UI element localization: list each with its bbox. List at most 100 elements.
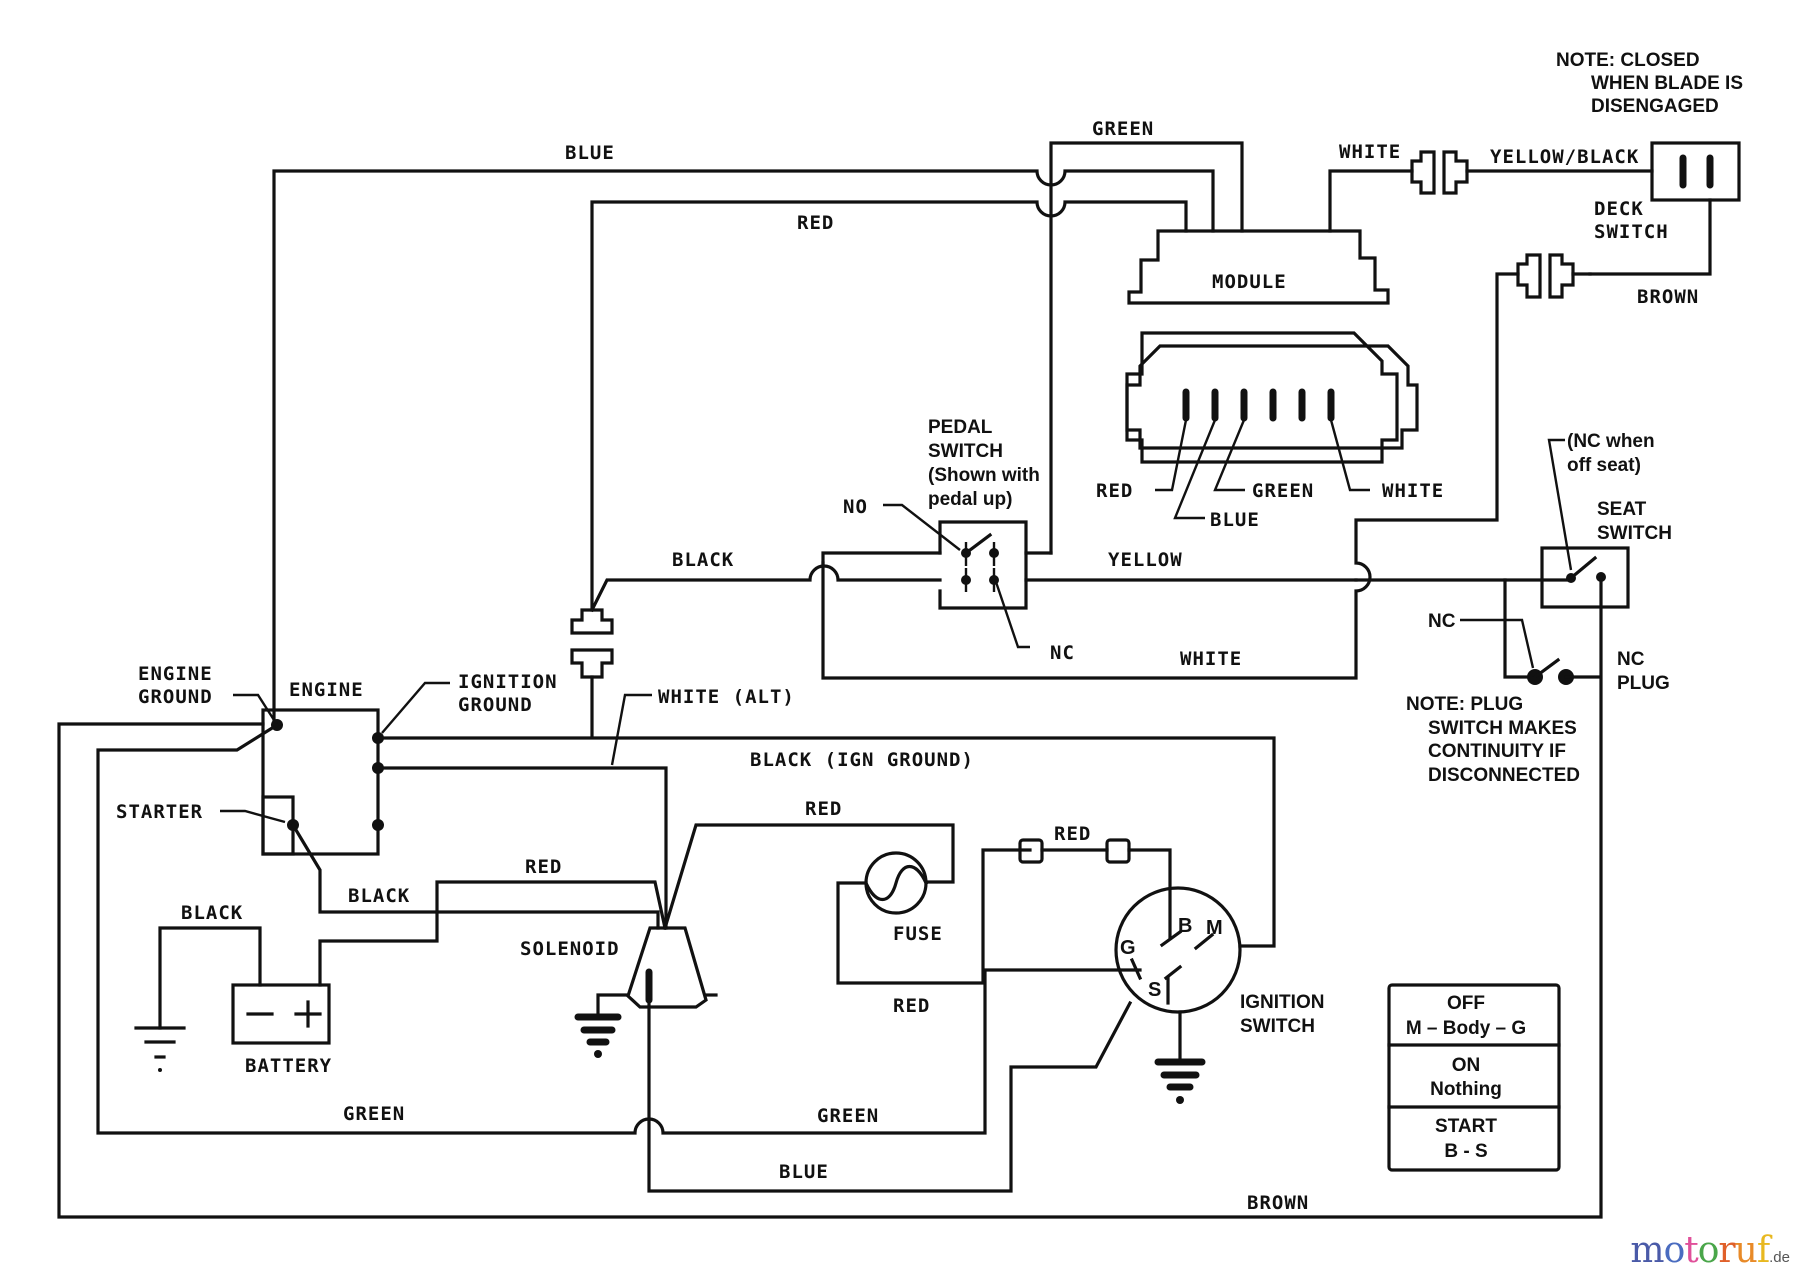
label-green-left: GREEN <box>343 1103 405 1125</box>
label-pedal-nc: NC <box>1050 642 1075 664</box>
label-conn-blue: BLUE <box>1210 509 1260 531</box>
connector-brown <box>1516 253 1592 299</box>
seat-switch <box>1540 438 1630 609</box>
label-yellow: YELLOW <box>1108 549 1183 571</box>
legend-start-state: START <box>1435 1116 1497 1137</box>
legend-off-connection: M – Body – G <box>1406 1018 1526 1039</box>
label-engine-ground-1: ENGINE <box>138 663 213 685</box>
note-deck-2: WHEN BLADE IS <box>1591 73 1743 94</box>
plug-switch <box>1460 578 1602 685</box>
wire-black-ign-ground <box>376 736 1276 948</box>
label-pedal-no: NO <box>843 496 868 518</box>
label-pin-g: G <box>1120 937 1136 959</box>
inline-connectors-red <box>1018 838 1172 939</box>
label-deck-switch-1: DECK <box>1594 198 1644 220</box>
module <box>1127 229 1390 305</box>
label-nc-plug-1: NC <box>1617 649 1645 670</box>
label-seat-note-1: (NC when <box>1567 431 1655 452</box>
wire-red-fuse <box>663 823 955 930</box>
labels: BLUE RED GREEN WHITE YELLOW/BLACK BROWN … <box>116 50 1743 1214</box>
label-starter: STARTER <box>116 801 203 823</box>
label-battery: BATTERY <box>245 1055 332 1077</box>
label-module: MODULE <box>1212 271 1287 293</box>
note-deck-1: NOTE: CLOSED <box>1556 50 1700 71</box>
label-brown-deck: BROWN <box>1637 286 1699 308</box>
label-conn-red: RED <box>1096 480 1133 502</box>
label-blue-bottom: BLUE <box>779 1161 829 1183</box>
legend-on-connection: Nothing <box>1430 1079 1502 1100</box>
label-black-ign-ground: BLACK (IGN GROUND) <box>750 749 974 771</box>
ignition-switch <box>1114 886 1242 1104</box>
label-pin-b: B <box>1178 915 1192 937</box>
note-plug-2: SWITCH MAKES <box>1428 718 1577 739</box>
watermark-text: motoruf <box>1630 1230 1770 1271</box>
wire-red-battery <box>318 880 667 987</box>
watermark-logo: motoruf.de <box>1630 1230 1790 1271</box>
watermark-letter: r <box>1718 1230 1735 1271</box>
label-ignition-ground-1: IGNITION <box>458 671 558 693</box>
label-white-loop: WHITE <box>1180 648 1242 670</box>
label-fuse: FUSE <box>893 923 943 945</box>
note-plug-4: DISCONNECTED <box>1428 765 1580 786</box>
label-yellow-black: YELLOW/BLACK <box>1490 146 1639 168</box>
wire-white-alt <box>376 693 668 930</box>
pedal-switch <box>883 503 1053 649</box>
wire-black-pedal <box>589 564 942 613</box>
label-pin-m: M <box>1206 917 1223 939</box>
watermark-letter: u <box>1734 1230 1758 1271</box>
label-deck-switch-2: SWITCH <box>1594 221 1669 243</box>
watermark-letter: m <box>1630 1230 1664 1271</box>
label-green-top: GREEN <box>1092 118 1154 140</box>
wire-brown-bottom <box>57 575 1603 1219</box>
label-red-top: RED <box>797 212 834 234</box>
legend-start-connection: B - S <box>1444 1141 1487 1162</box>
label-red-connectors: RED <box>1054 823 1091 845</box>
label-solenoid: SOLENOID <box>520 938 620 960</box>
note-plug-3: CONTINUITY IF <box>1428 741 1566 762</box>
note-deck-3: DISENGAGED <box>1591 96 1719 117</box>
label-red-fuse-bottom: RED <box>893 995 930 1017</box>
label-red-solenoid-fuse: RED <box>805 798 842 820</box>
wire-black-battery <box>134 926 262 1072</box>
label-pedal-3: (Shown with <box>928 465 1040 486</box>
label-blue-top: BLUE <box>565 142 615 164</box>
wire-white-module <box>1328 169 1414 233</box>
label-black-pedal: BLACK <box>672 549 734 571</box>
label-nc-plug-2: PLUG <box>1617 673 1670 694</box>
label-conn-green: GREEN <box>1252 480 1314 502</box>
legend-on-state: ON <box>1452 1055 1481 1076</box>
label-ignition-switch-1: IGNITION <box>1240 992 1324 1013</box>
label-black-battery: BLACK <box>181 902 243 924</box>
watermark-suffix: .de <box>1769 1249 1790 1266</box>
label-white-alt: WHITE (ALT) <box>658 686 795 708</box>
label-white-module: WHITE <box>1339 141 1401 163</box>
label-ignition-ground-2: GROUND <box>458 694 533 716</box>
watermark-letter: o <box>1697 1230 1720 1271</box>
label-engine-ground-2: GROUND <box>138 686 213 708</box>
label-pedal-1: PEDAL <box>928 417 993 438</box>
label-red-battery: RED <box>525 856 562 878</box>
connector-white-yellowblack <box>1410 150 1469 195</box>
legend-off-state: OFF <box>1447 993 1485 1014</box>
connector-red-vertical <box>570 608 614 737</box>
label-pedal-2: SWITCH <box>928 441 1003 462</box>
label-seat-switch-1: SEAT <box>1597 499 1647 520</box>
solenoid <box>574 926 1133 1193</box>
wire-green-top <box>1049 141 1244 555</box>
label-conn-white: WHITE <box>1382 480 1444 502</box>
label-ignition-switch-2: SWITCH <box>1240 1016 1315 1037</box>
deck-switch <box>1650 141 1741 202</box>
battery <box>231 983 331 1045</box>
wire-brown-deck <box>821 198 1712 680</box>
label-seat-note-2: off seat) <box>1567 455 1641 476</box>
watermark-letter: f <box>1756 1230 1770 1271</box>
label-pedal-4: pedal up) <box>928 489 1012 510</box>
wire-white-loop <box>821 551 942 565</box>
label-plug-nc: NC <box>1428 611 1456 632</box>
switch-legend: OFF M – Body – G ON Nothing START B - S <box>1387 983 1561 1172</box>
label-brown-bottom: BROWN <box>1247 1192 1309 1214</box>
label-green-right: GREEN <box>817 1105 879 1127</box>
label-engine: ENGINE <box>289 679 364 701</box>
label-pin-s: S <box>1148 979 1161 1001</box>
